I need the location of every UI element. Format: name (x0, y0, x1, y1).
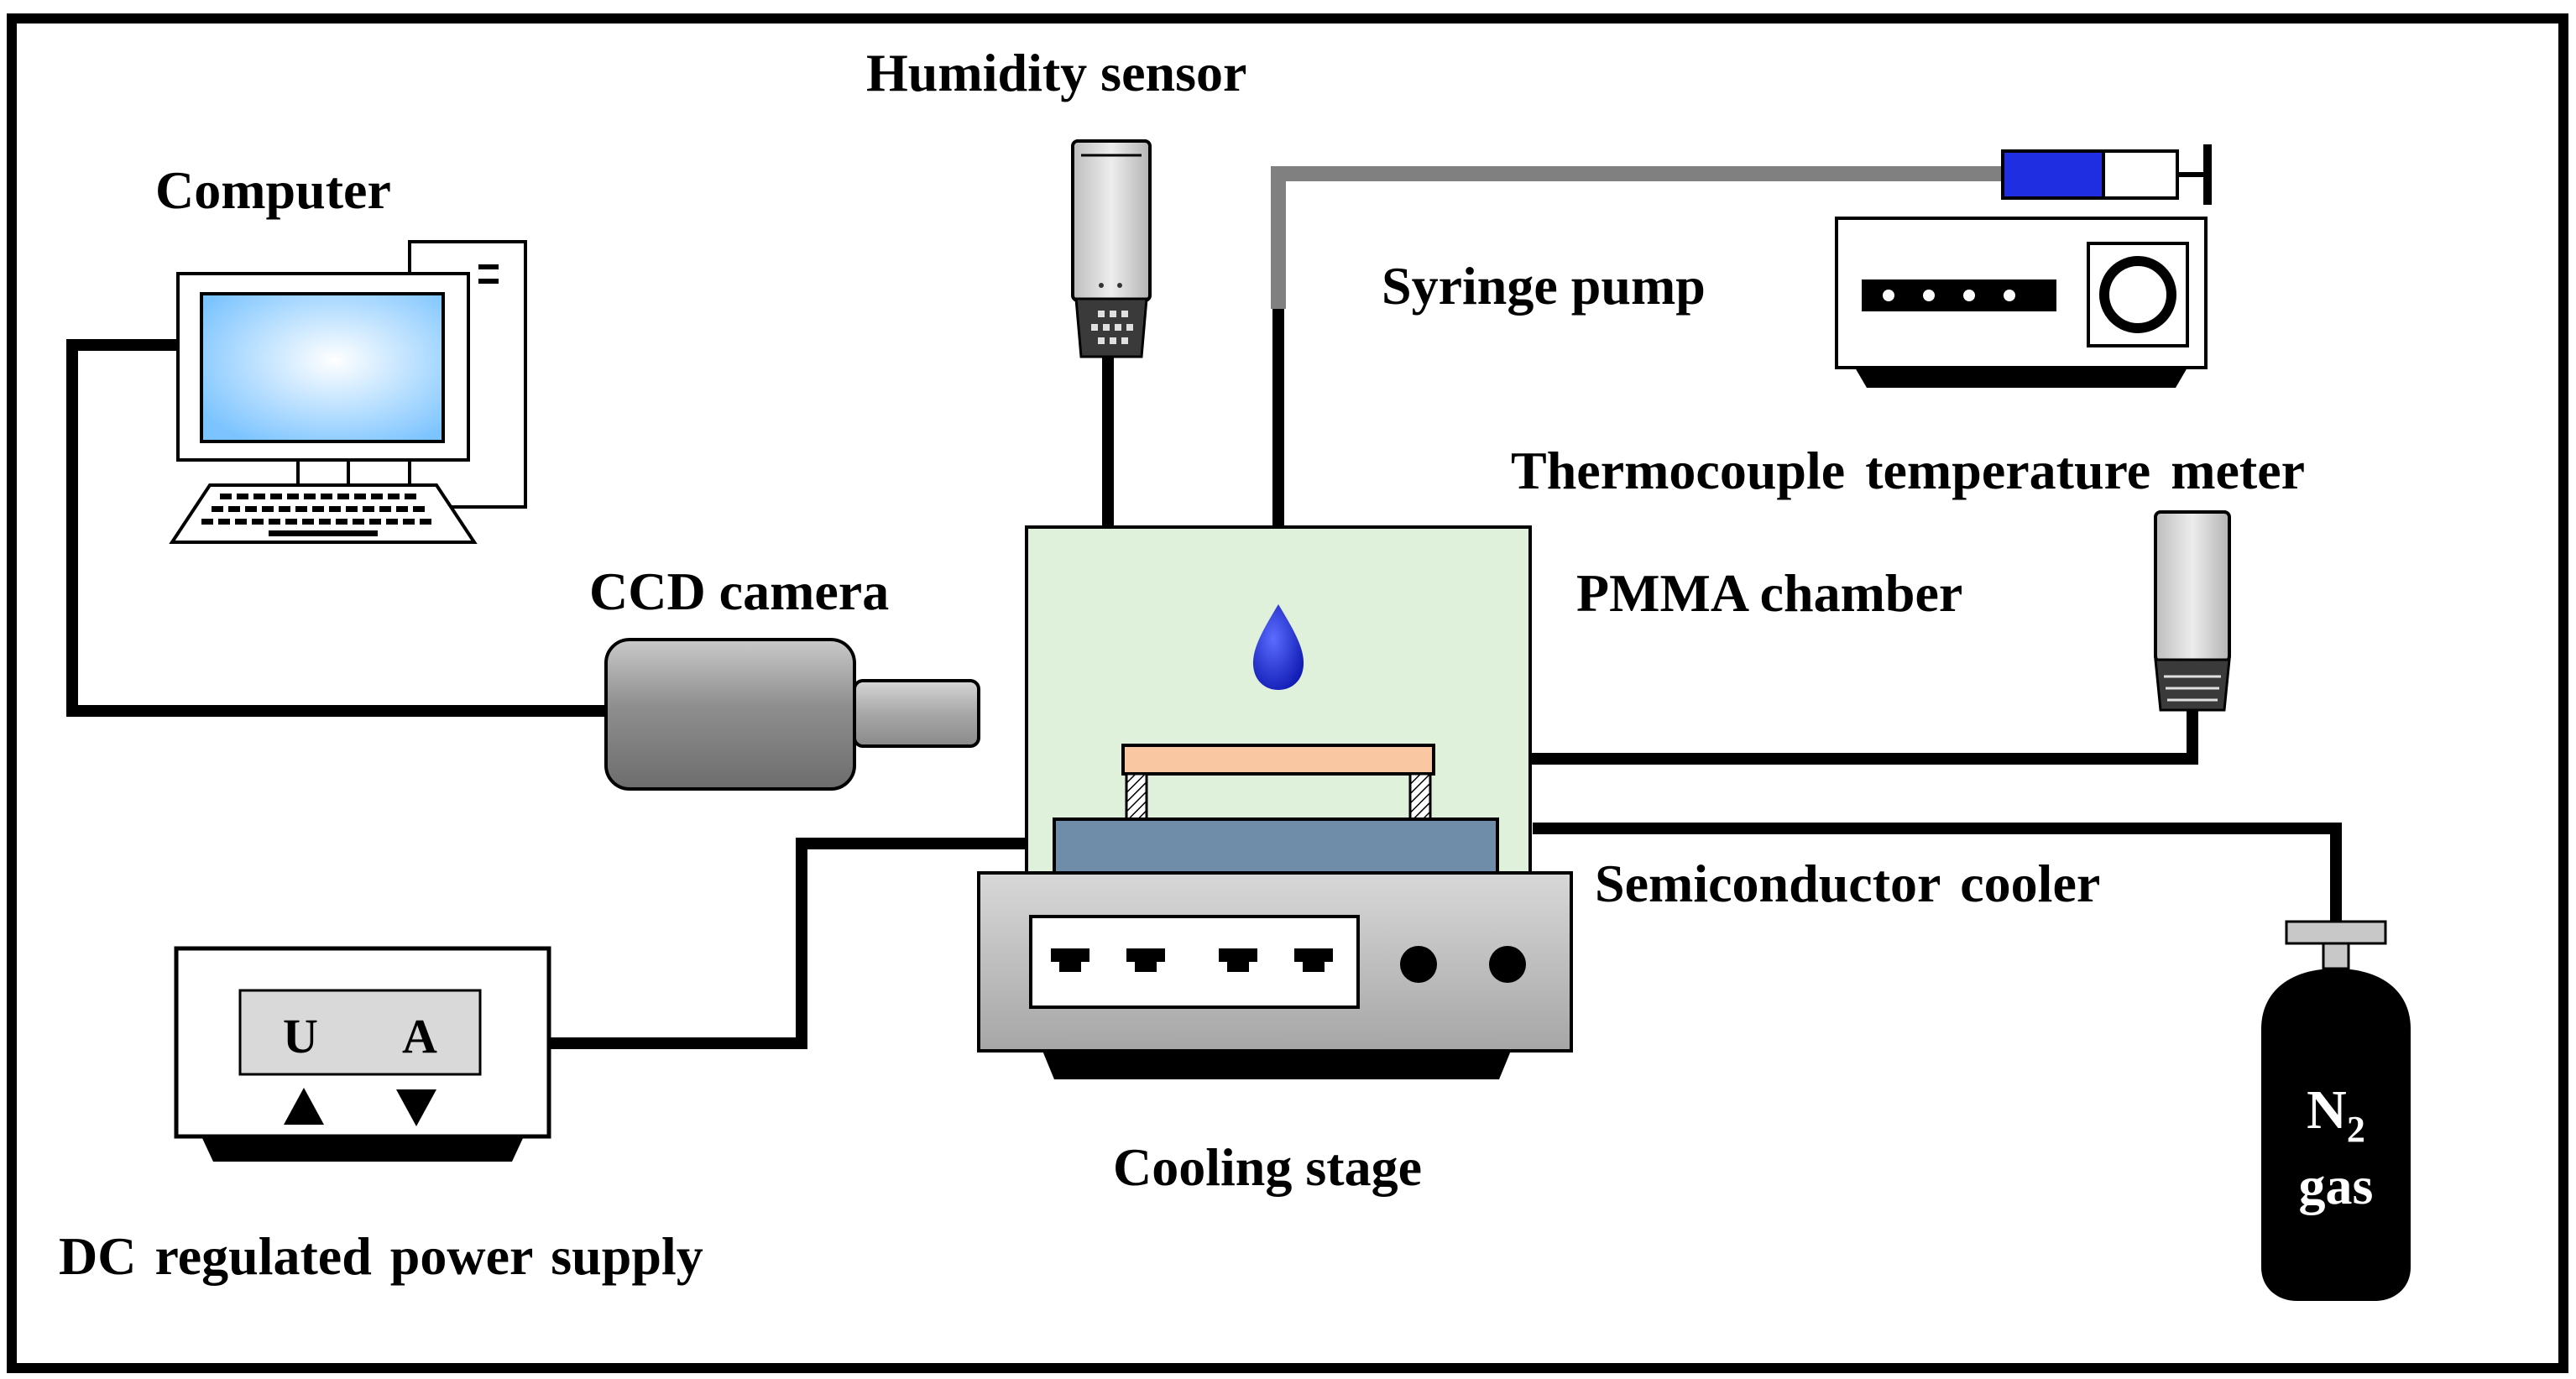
water-droplet (1252, 604, 1304, 690)
label-humidity-sensor: Humidity sensor (866, 43, 1246, 102)
gas-line (1533, 823, 2342, 922)
humidity-sensor (1071, 139, 1152, 358)
stage-knob-1 (1400, 946, 1437, 983)
syringe-barrel (2102, 149, 2179, 200)
up-arrow-icon (284, 1088, 324, 1125)
plate-spacer-right (1408, 772, 1432, 821)
n2-gas-cylinder: N2 gas (2261, 920, 2411, 1301)
dc-power-supply: U A (174, 946, 551, 1162)
computer (169, 240, 527, 544)
label-cooling-stage: Cooling stage (1113, 1137, 1422, 1197)
power-supply-display (238, 989, 482, 1076)
gas-text: gas (2299, 1156, 2374, 1215)
plate-spacer-left (1125, 772, 1148, 821)
label-ccd-camera: CCD camera (589, 562, 889, 621)
camera-lens (853, 679, 980, 748)
thermocouple-cable (1432, 709, 2198, 765)
gas-formula: N2 (2307, 1079, 2365, 1150)
thermocouple-meter (2154, 510, 2231, 712)
label-computer: Computer (155, 160, 391, 220)
syringe-plunger-fluid (2001, 149, 2105, 200)
ccd-camera (604, 638, 980, 791)
down-arrow-icon (396, 1089, 436, 1126)
syringe-tube (1271, 166, 2003, 309)
label-thermocouple-meter: Thermocouple temperature meter (1511, 441, 2305, 500)
label-pmma-chamber: PMMA chamber (1576, 563, 1962, 623)
display-current-symbol: A (402, 1009, 437, 1063)
power-supply-cable (550, 838, 1055, 1049)
display-voltage-symbol: U (283, 1009, 318, 1063)
monitor-screen (200, 292, 445, 443)
label-semiconductor-cooler: Semiconductor cooler (1595, 854, 2100, 913)
cooling-stage (977, 871, 1573, 1079)
stage-knob-2 (1489, 946, 1526, 983)
syringe-pump (1835, 144, 2212, 388)
thermocouple-meter-body (2154, 510, 2231, 663)
computer-camera-cable (66, 339, 606, 717)
camera-body (604, 638, 856, 791)
label-dc-power-supply: DC regulated power supply (59, 1226, 703, 1286)
cylinder-body (2261, 969, 2411, 1301)
humidity-sensor-body (1071, 139, 1152, 302)
sample-plate (1121, 744, 1435, 776)
label-syringe-pump: Syringe pump (1382, 256, 1706, 316)
semiconductor-cooler (1053, 817, 1499, 875)
